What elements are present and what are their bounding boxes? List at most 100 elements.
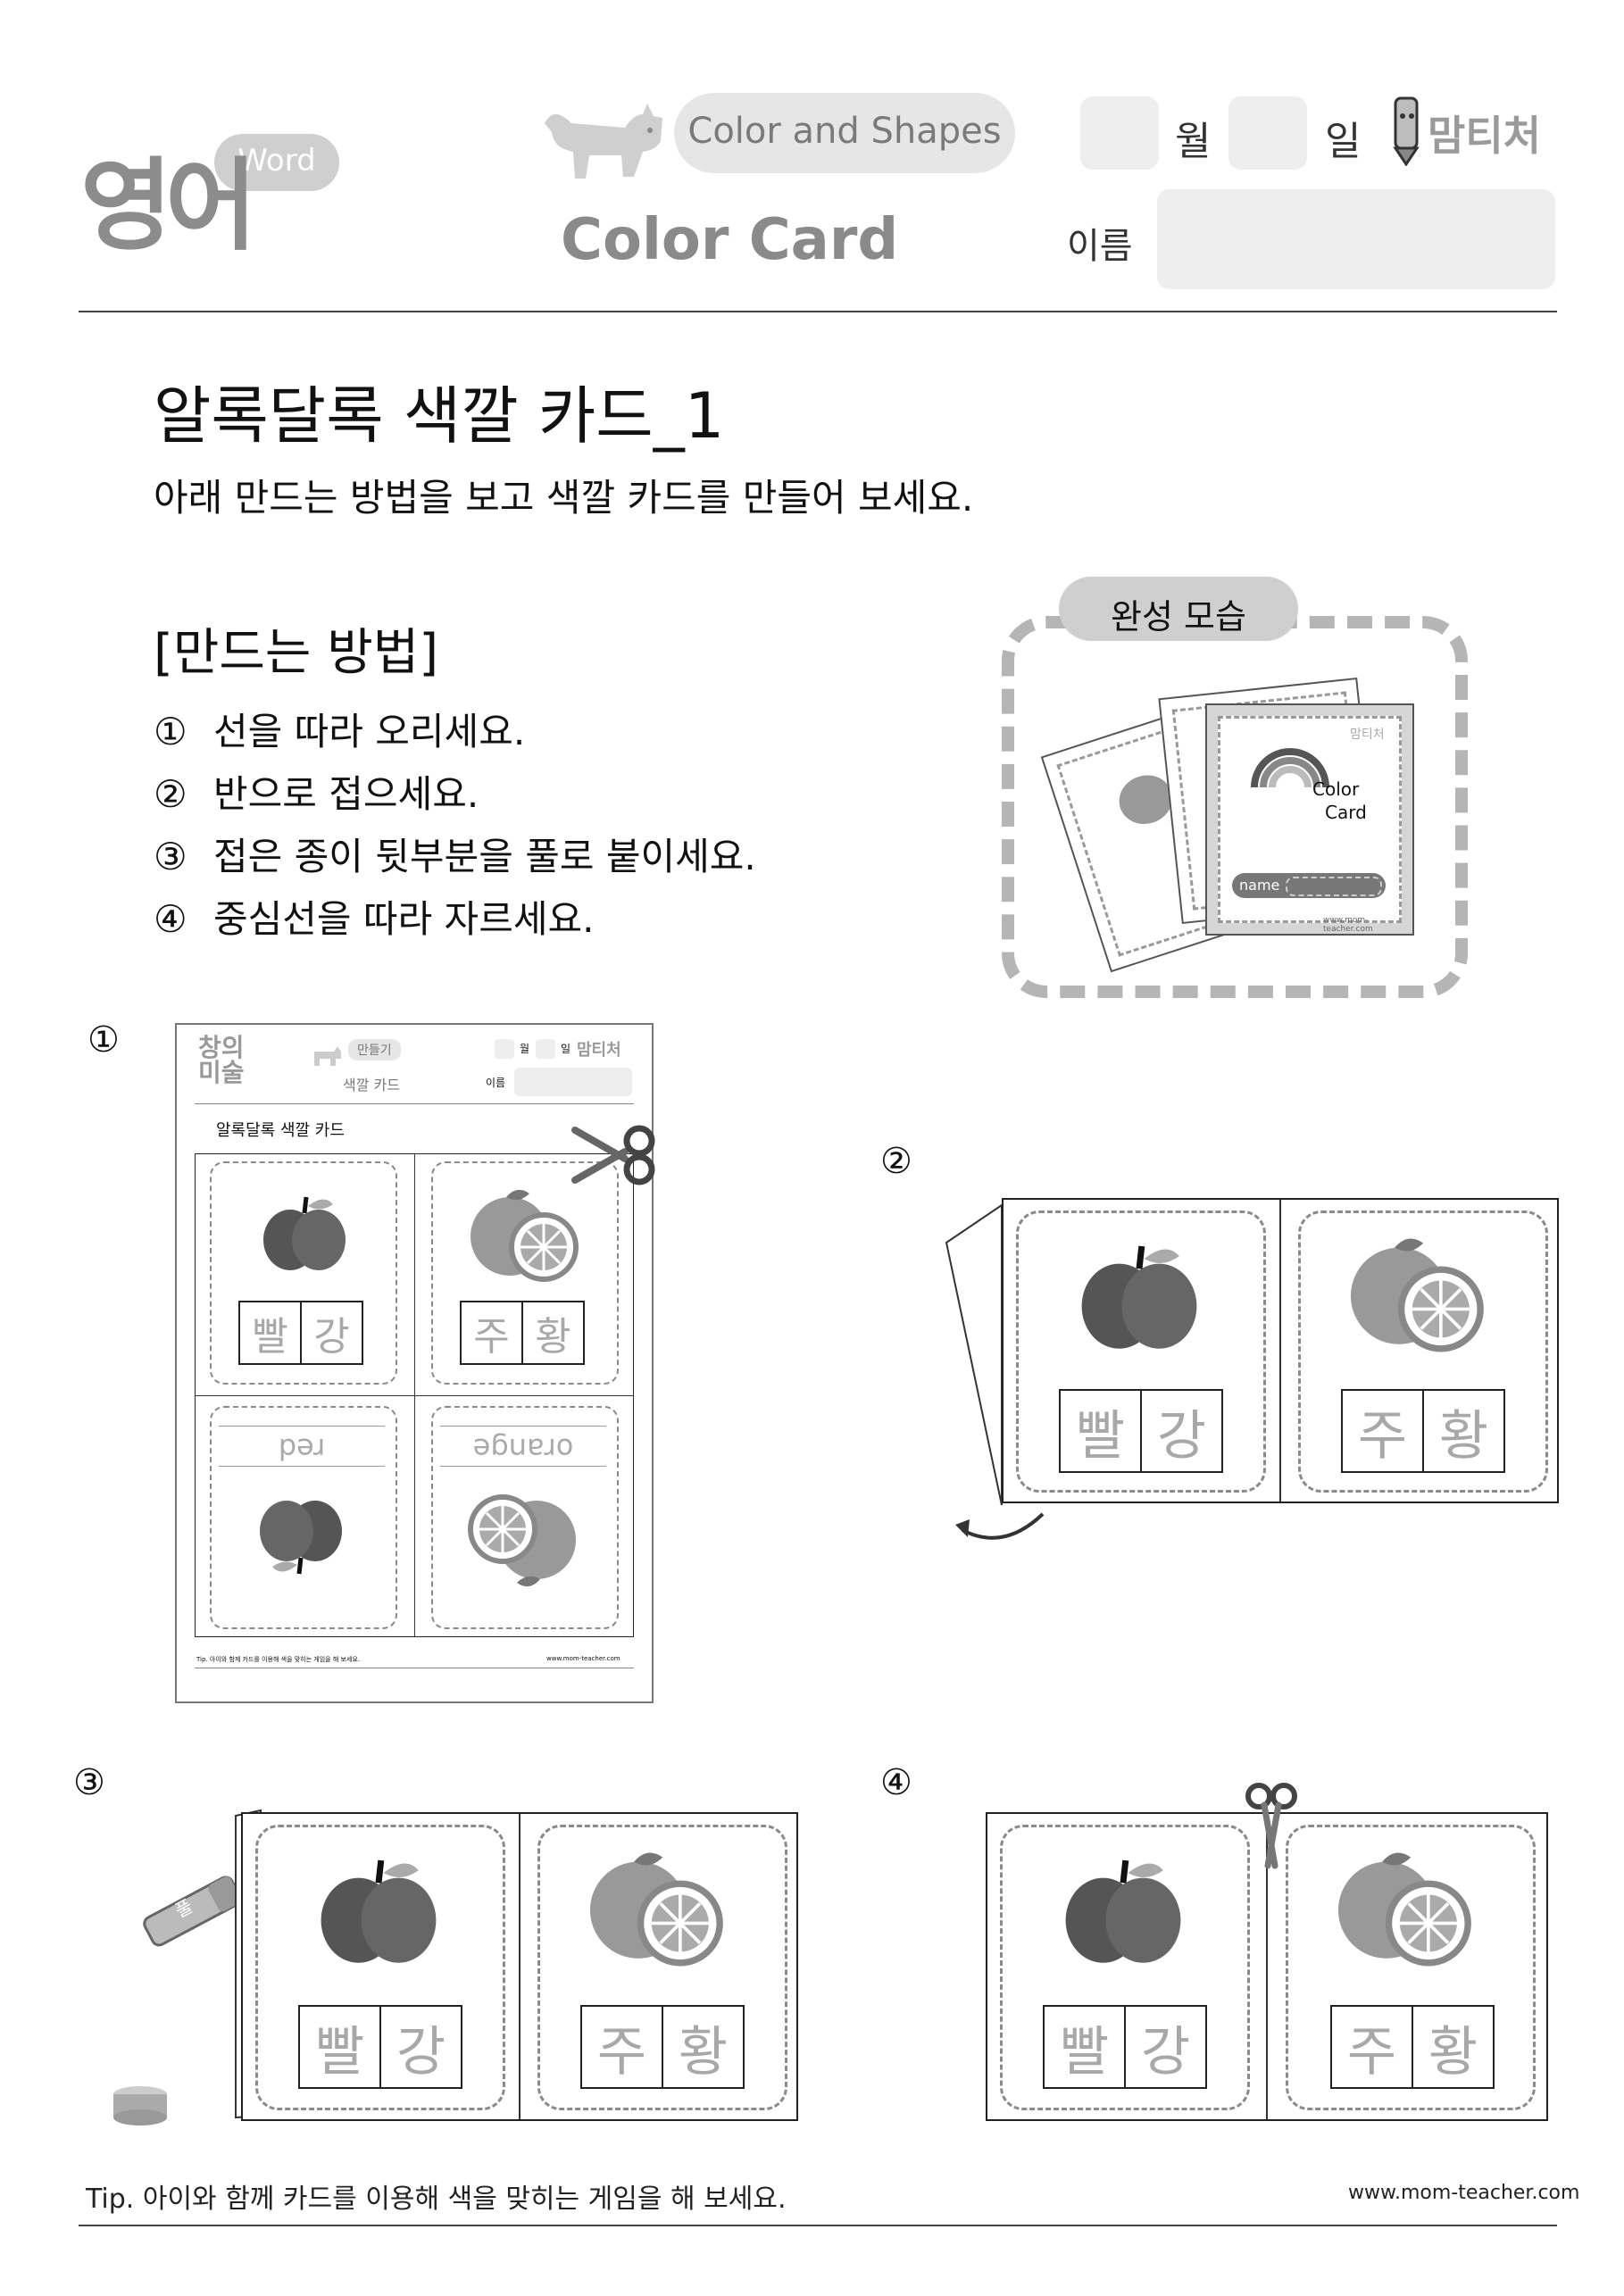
char: 주: [473, 1314, 510, 1360]
mini-word-orange: orange: [440, 1426, 606, 1467]
step2-red-box: 빨 강: [1059, 1389, 1223, 1473]
step-item: ③ 접은 종이 뒷부분을 풀로 붙이세요.: [154, 827, 868, 889]
mini-month: 월: [520, 1043, 530, 1055]
apple-icon: [260, 1501, 342, 1575]
mini-heading: 알록달록 색깔 카드: [216, 1121, 345, 1140]
step-item: ④ 중심선을 따라 자르세요.: [154, 889, 868, 952]
orange-icon: [471, 1189, 579, 1282]
mini-word-orange-text: orange: [472, 1432, 574, 1466]
orange-icon: [589, 1852, 723, 1967]
preview-card-front: 맘티처 Color Card name www.mom-teacher.com: [1205, 703, 1414, 936]
mini-card-panel: 빨 강 주 황 red orange: [195, 1153, 634, 1637]
apple-icon: [321, 1859, 437, 1963]
orange-icon: [1350, 1238, 1484, 1352]
char: 강: [1140, 1391, 1221, 1471]
mini-red-box: 빨 강: [238, 1301, 363, 1365]
name-field[interactable]: [1157, 189, 1555, 289]
orange-icon: [1337, 1852, 1471, 1967]
step-text: 접은 종이 뒷부분을 풀로 붙이세요.: [213, 835, 756, 878]
topic-pill: Color and Shapes: [674, 93, 1015, 173]
worksheet-title: Color Card: [561, 207, 899, 273]
step-item: ① 선을 따라 오리세요.: [154, 702, 868, 764]
mini-orange-box: 주 황: [460, 1301, 585, 1365]
apple-icon: [1119, 775, 1173, 825]
footer-divider: [79, 2225, 1557, 2226]
char: 강: [379, 2007, 461, 2087]
instruction-text: 아래 만드는 방법을 보고 색깔 카드를 만들어 보세요.: [154, 476, 974, 520]
mini-site: www.mom-teacher.com: [546, 1655, 620, 1662]
preview-label-pill: 완성 모습: [1059, 577, 1298, 641]
char: 빨: [314, 2020, 365, 2084]
step-number: ①: [154, 710, 187, 753]
step-4-number: ④: [880, 1762, 912, 1803]
step-text: 반으로 접으세요.: [213, 772, 479, 816]
step-number: ④: [154, 897, 187, 941]
char: 강: [1124, 2007, 1205, 2087]
scissors-icon: [1245, 1783, 1297, 1869]
char: 황: [662, 2007, 743, 2087]
name-label: 이름: [1067, 226, 1133, 267]
topic-label: Color and Shapes: [687, 111, 1002, 152]
mini-subject: 창의 미술: [198, 1033, 245, 1087]
mini-name-field: [514, 1068, 632, 1096]
char: 빨: [1075, 1404, 1126, 1468]
step-item: ② 반으로 접으세요.: [154, 764, 868, 827]
fold-arrow-icon: [955, 1512, 1045, 1540]
preview-name-tag: name: [1232, 873, 1386, 898]
step-1-number: ①: [87, 1019, 120, 1061]
subject-label: 영어: [80, 148, 257, 264]
char: 황: [1412, 2007, 1493, 2087]
mini-title: 색깔 카드: [343, 1077, 400, 1094]
char: 주: [1346, 2020, 1397, 2084]
header-divider: [79, 311, 1557, 312]
char: 강: [300, 1302, 362, 1363]
brand-logo: 맘티처: [1388, 95, 1558, 166]
step-2-number: ②: [880, 1141, 912, 1182]
preview-label: 완성 모습: [1111, 597, 1246, 636]
cat-icon: [545, 104, 662, 179]
footer-tip: Tip. 아이와 함께 카드를 이용해 색을 맞히는 게임을 해 보세요.: [86, 2184, 787, 2215]
glue-cap-icon: [113, 2086, 167, 2125]
mini-word-red: red: [219, 1426, 385, 1467]
word-badge: Word: [214, 134, 339, 191]
word-badge-label: Word: [237, 143, 316, 179]
mini-cat-icon: [314, 1046, 341, 1066]
preview-mini-brand: 맘티처: [1350, 728, 1385, 742]
mini-brand: 맘티처: [577, 1041, 621, 1060]
day-label: 일: [1325, 119, 1362, 164]
apple-icon: [1065, 1859, 1181, 1963]
apple-icon: [1081, 1245, 1197, 1349]
step4-red-box: 빨 강: [1043, 2005, 1207, 2089]
step-text: 중심선을 따라 자르세요.: [213, 897, 595, 941]
preview-card-title-2: Card: [1325, 802, 1367, 823]
day-field[interactable]: [1228, 96, 1307, 170]
step3-red-box: 빨 강: [298, 2005, 462, 2089]
step4-orange-box: 주 황: [1330, 2005, 1495, 2089]
step3-card-panel: 빨 강 주 황: [241, 1812, 798, 2121]
scissors-icon: [571, 1125, 655, 1185]
mini-day: 일: [561, 1043, 571, 1055]
mini-badge: 만들기: [348, 1039, 401, 1061]
step-number: ③: [154, 835, 187, 878]
char: 빨: [252, 1314, 288, 1360]
char: 주: [1357, 1404, 1408, 1468]
mini-tip: Tip. 아이와 함께 카드를 이용해 색을 맞히는 게임을 해 보세요.: [196, 1656, 361, 1663]
step3-orange-box: 주 황: [580, 2005, 745, 2089]
step-number: ②: [154, 772, 187, 816]
mini-word-red-text: red: [278, 1432, 326, 1466]
method-heading: [만드는 방법]: [154, 624, 439, 682]
step2-card-panel: 빨 강 주 황: [1002, 1198, 1559, 1503]
char: 주: [596, 2020, 647, 2084]
month-field[interactable]: [1080, 96, 1159, 170]
mini-worksheet: 창의 미술 만들기 색깔 카드 월 일 맘티처 이름 알록달록 색깔 카드 빨 …: [175, 1023, 654, 1703]
mini-name-label: 이름: [486, 1077, 506, 1089]
orange-icon: [468, 1494, 576, 1587]
char: 황: [521, 1302, 583, 1363]
preview-name-label: name: [1239, 877, 1280, 894]
brand-name: 맘티처: [1428, 112, 1541, 160]
month-label: 월: [1175, 119, 1212, 164]
char: 빨: [1059, 2020, 1110, 2084]
page-title: 알록달록 색깔 카드_1: [154, 379, 725, 453]
rainbow-icon: [1251, 748, 1329, 787]
step-text: 선을 따라 오리세요.: [213, 710, 526, 753]
